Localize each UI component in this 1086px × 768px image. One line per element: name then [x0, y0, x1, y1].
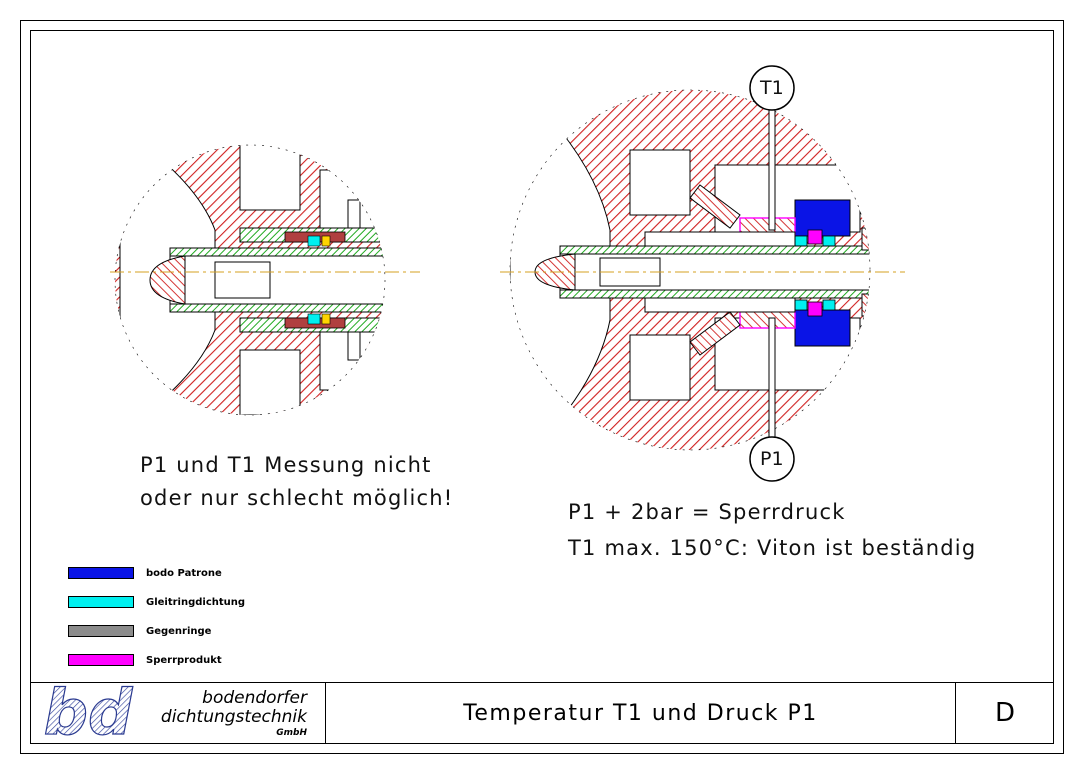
- legend-item-sperrprodukt: Sperrprodukt: [68, 649, 245, 671]
- right-seal-drawing: [500, 65, 905, 482]
- legend-item-bodo-patrone: bodo Patrone: [68, 562, 245, 584]
- p1-marker-label: P1: [760, 448, 784, 470]
- inner-border: [30, 30, 1054, 744]
- company-line3: GmbH: [276, 728, 307, 738]
- legend-swatch: [68, 654, 134, 666]
- title-block: bodendorfer dichtungstechnik GmbH Temper…: [30, 682, 1054, 744]
- p1-probe: [749, 317, 795, 482]
- logo-text: bd: [44, 676, 133, 749]
- company-line2: dichtungstechnik: [160, 707, 307, 727]
- left-note-line1: P1 und T1 Messung nicht: [140, 453, 432, 477]
- right-note-line2: T1 max. 150°C: Viton ist beständig: [568, 536, 977, 560]
- company-logo: bd: [43, 675, 134, 749]
- legend-item-gleitringdichtung: Gleitringdichtung: [68, 591, 245, 613]
- left-seal-drawing: [110, 144, 420, 416]
- legend-item-gegenringe: Gegenringe: [68, 620, 245, 642]
- t1-probe: [749, 65, 795, 231]
- legend-swatch: [68, 567, 134, 579]
- drawing-title: Temperatur T1 und Druck P1: [326, 683, 956, 743]
- color-legend: bodo Patrone Gleitringdichtung Gegenring…: [68, 562, 245, 678]
- company-name: bodendorfer dichtungstechnik GmbH: [161, 689, 307, 739]
- legend-label: Gleitringdichtung: [146, 596, 246, 608]
- legend-label: Sperrprodukt: [146, 654, 222, 666]
- legend-label: Gegenringe: [146, 625, 212, 637]
- outer-border: [20, 20, 1064, 754]
- revision-letter: D: [994, 698, 1016, 728]
- right-note-line1: P1 + 2bar = Sperrdruck: [568, 500, 846, 524]
- t1-marker-label: T1: [760, 77, 784, 99]
- legend-label: bodo Patrone: [146, 567, 222, 579]
- company-line1: bodendorfer: [202, 688, 307, 708]
- title-block-company-cell: bodendorfer dichtungstechnik GmbH: [30, 683, 326, 743]
- left-note-line2: oder nur schlecht möglich!: [140, 486, 454, 510]
- legend-swatch: [68, 625, 134, 637]
- legend-swatch: [68, 596, 134, 608]
